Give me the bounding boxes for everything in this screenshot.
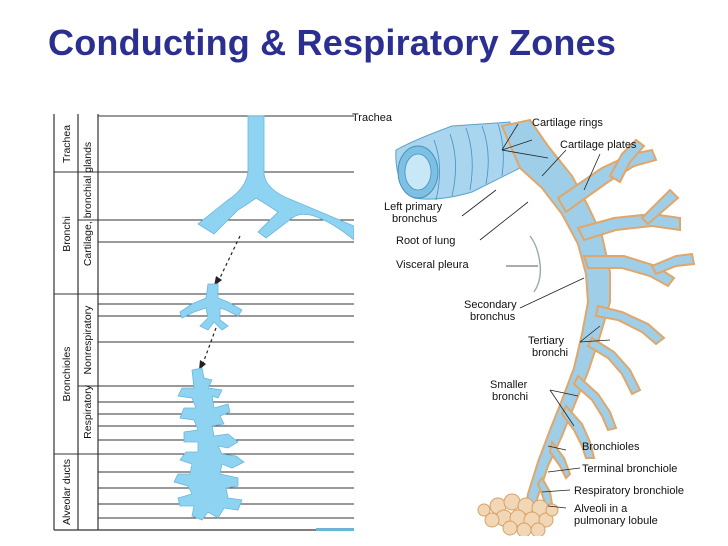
label-alveolar-ducts: Alveolar ducts	[61, 459, 73, 525]
callout-secondary-bronchus-1: Secondary	[464, 299, 517, 311]
trachea-bronchi-shape	[198, 116, 354, 240]
bottom-marker	[316, 528, 354, 531]
callout-tertiary-bronchi-1: Tertiary	[528, 335, 565, 347]
zoom-arrow-2	[202, 328, 216, 366]
airway-illustration: Trachea Cartilage rings Cartilage plates…	[352, 106, 722, 536]
bronchiole-shape	[180, 284, 242, 330]
callout-bronchioles: Bronchioles	[582, 441, 640, 453]
zone-table-svg: Trachea Bronchi Bronchioles Alveolar duc…	[52, 112, 354, 532]
slide-title: Conducting & Respiratory Zones	[48, 22, 616, 64]
zone-table-diagram: Trachea Bronchi Bronchioles Alveolar duc…	[52, 112, 354, 532]
callout-root-of-lung: Root of lung	[396, 235, 455, 247]
callout-terminal-bronchiole: Terminal bronchiole	[582, 463, 677, 475]
callout-trachea: Trachea	[352, 112, 393, 124]
alveolar-tree-shape	[174, 368, 244, 520]
callout-left-primary-bronchus-2: bronchus	[392, 213, 438, 225]
label-cartilage-glands: Cartilage, bronchial glands	[82, 142, 94, 266]
callout-smaller-bronchi-2: bronchi	[492, 391, 528, 403]
airway-illustration-svg: Trachea Cartilage rings Cartilage plates…	[352, 106, 722, 536]
callout-cartilage-plates: Cartilage plates	[560, 139, 637, 151]
callout-alveoli-2: pulmonary lobule	[574, 515, 658, 527]
callout-cartilage-rings: Cartilage rings	[532, 117, 603, 129]
callout-left-primary-bronchus-1: Left primary	[384, 201, 443, 213]
callout-respiratory-bronchiole: Respiratory bronchiole	[574, 485, 684, 497]
callout-smaller-bronchi-1: Smaller	[490, 379, 528, 391]
label-nonrespiratory: Nonrespiratory	[82, 305, 94, 375]
visceral-pleura-curl	[530, 236, 540, 292]
callout-secondary-bronchus-2: bronchus	[470, 311, 516, 323]
label-bronchi: Bronchi	[61, 216, 73, 252]
zoom-arrow-1	[218, 236, 240, 282]
label-trachea: Trachea	[61, 125, 73, 163]
callout-visceral-pleura: Visceral pleura	[396, 259, 469, 271]
label-respiratory: Respiratory	[82, 384, 94, 438]
callout-tertiary-bronchi-2: bronchi	[532, 347, 568, 359]
label-bronchioles: Bronchioles	[61, 347, 73, 402]
callout-alveoli-1: Alveoli in a	[574, 503, 628, 515]
